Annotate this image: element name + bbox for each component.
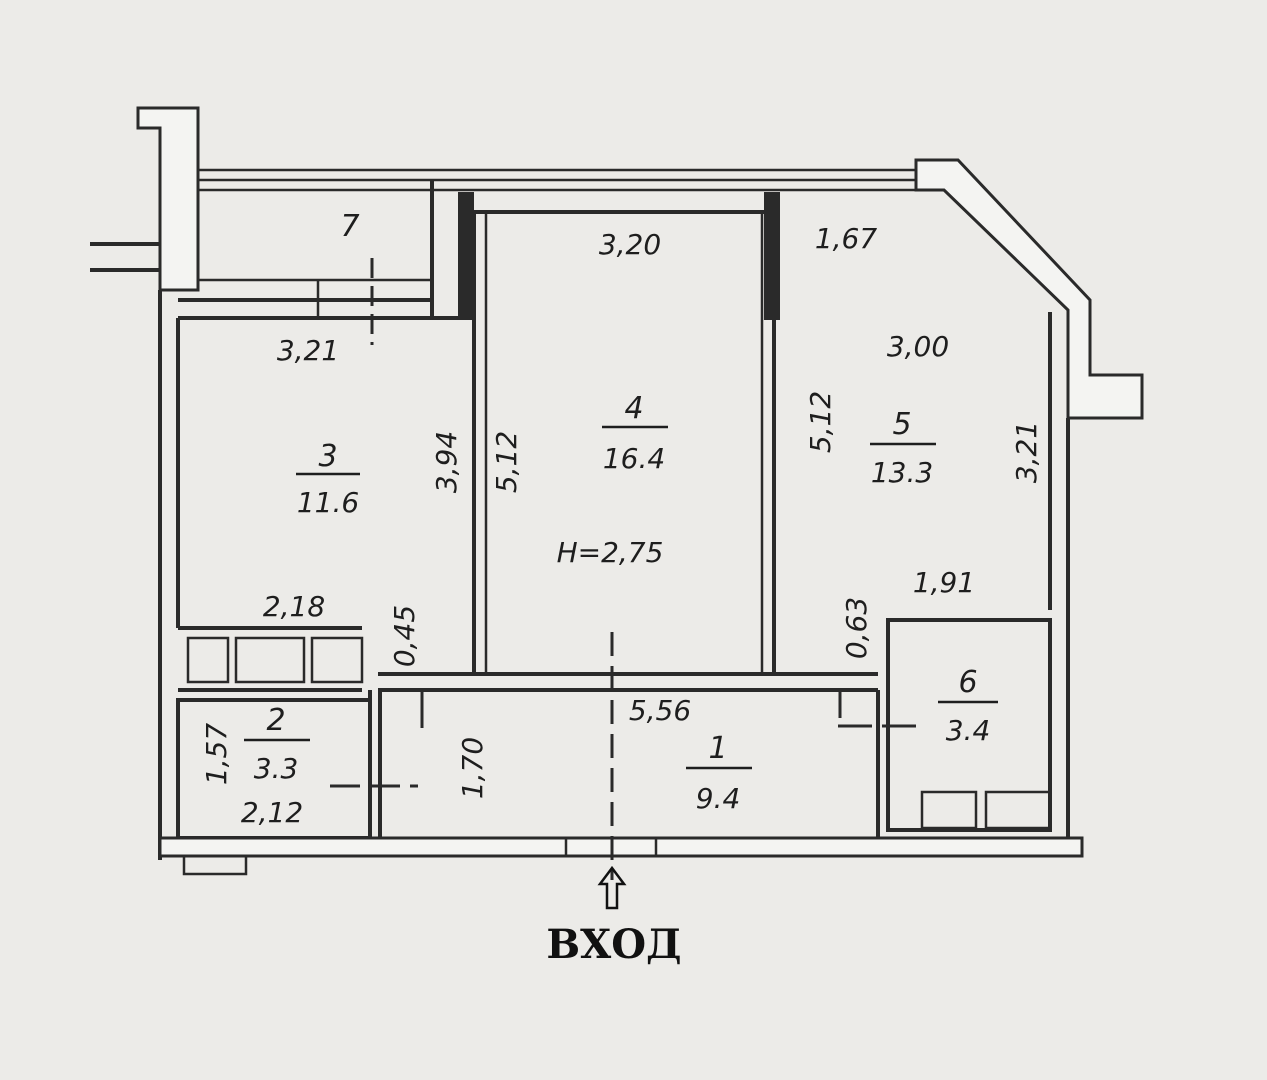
room-area: 13.3: [871, 456, 933, 489]
dim-room2-width: 2,12: [241, 796, 303, 829]
dim-room1-height: 1,70: [456, 737, 489, 799]
room-3: 3 11.6: [296, 439, 360, 519]
dim-room4-top: 3,20: [599, 228, 661, 261]
dim-room5-right: 3,21: [1010, 421, 1043, 483]
dim-room5-top: 1,67: [815, 222, 878, 255]
room-7: 7: [340, 209, 359, 244]
room-area: 3.4: [946, 714, 991, 747]
dim-room3-step: 0,45: [388, 605, 421, 667]
up-arrow-icon: [597, 865, 627, 910]
dim-room1-width: 5,56: [629, 694, 691, 727]
dim-room5-diag: 3,00: [887, 330, 949, 363]
room-number: 5: [892, 407, 911, 442]
room-number: 2: [266, 703, 285, 738]
entrance-label: ВХОД: [546, 921, 681, 968]
dim-room4-left: 5,12: [490, 431, 523, 493]
dim-room4-right: 5,12: [804, 391, 837, 453]
dim-room3-bottom: 2,18: [263, 590, 325, 623]
room-number: 3: [318, 439, 337, 474]
dim-room5-bottom: 1,91: [913, 566, 975, 599]
room-4: 4 16.4 H=2,75: [557, 391, 668, 569]
room-2: 2 3.3: [244, 703, 310, 785]
entrance: ВХОД: [546, 865, 682, 968]
room-number: 7: [340, 209, 359, 244]
room-area: 9.4: [696, 782, 741, 815]
room-6: 6 3.4: [938, 665, 998, 747]
dim-room5-step: 0,63: [840, 597, 873, 659]
room-area: 16.4: [603, 442, 665, 475]
dim-room2-height: 1,57: [200, 723, 233, 786]
room-number: 1: [708, 731, 727, 766]
section-lines: [330, 258, 924, 880]
ceiling-height: H=2,75: [557, 536, 664, 569]
room-5: 5 13.3: [870, 407, 936, 489]
dim-room3-top: 3,21: [277, 334, 339, 367]
room-1: 1 9.4: [686, 731, 752, 815]
room-area: 11.6: [297, 486, 359, 519]
room-number: 6: [958, 665, 977, 700]
room-number: 4: [624, 391, 643, 426]
walls: [90, 106, 1144, 876]
dimensions: 3,21 2,18 3,20 1,67 3,00 1,91 5,56 2,12 …: [200, 222, 1043, 829]
dim-room3-height: 3,94: [430, 431, 463, 493]
room-area: 3.3: [254, 752, 299, 785]
